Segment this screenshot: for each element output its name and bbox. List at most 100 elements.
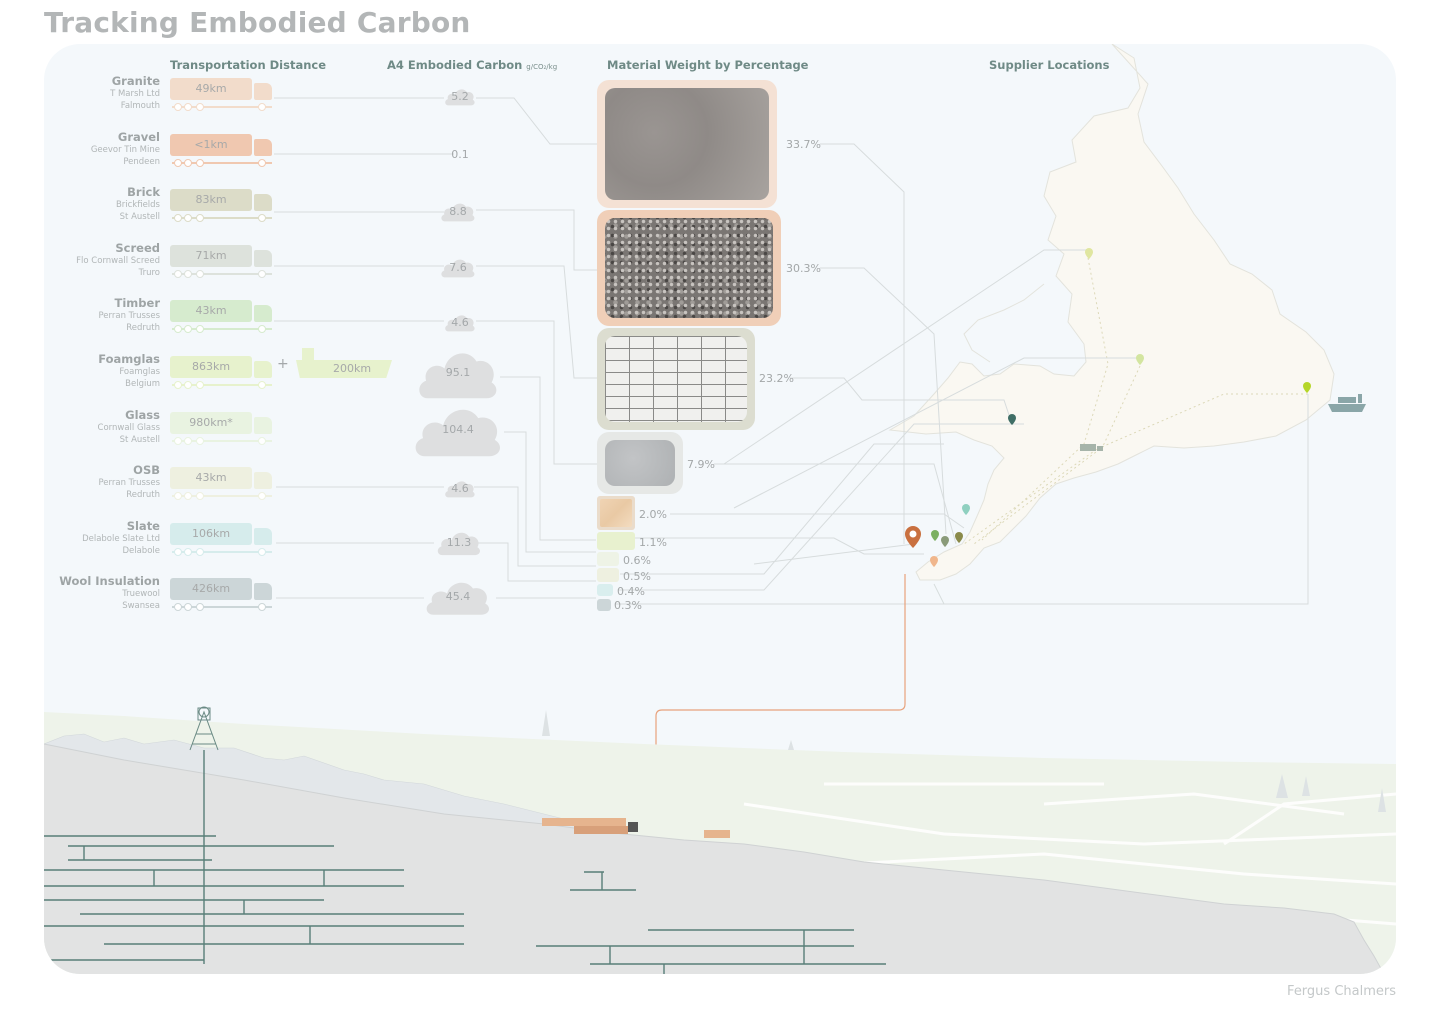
material-name: Timber <box>114 296 160 310</box>
material-name: Wool Insulation <box>59 574 160 588</box>
carbon-value: 7.6 <box>449 261 467 274</box>
supplier-town: Redruth <box>126 490 160 500</box>
material-weight-tile <box>597 80 777 208</box>
weight-percentage: 0.3% <box>614 599 642 612</box>
carbon-cloud-icon: 95.1 <box>416 344 500 400</box>
supplier-name: Truewool <box>122 589 160 599</box>
truck-icon: <1km <box>170 134 274 168</box>
carbon-cloud-icon: 11.3 <box>436 528 482 556</box>
transport-distance: <1km <box>194 138 228 151</box>
supplier-name: Foamglas <box>119 367 160 377</box>
material-weight-tile <box>597 432 683 494</box>
background-graphics <box>44 44 1396 974</box>
carbon-cloud-icon: 7.6 <box>440 256 476 278</box>
truck-icon: 83km <box>170 189 274 223</box>
carbon-cloud-icon: 104.4 <box>412 400 504 458</box>
site-building <box>542 818 730 838</box>
lorry-icon <box>1080 444 1103 451</box>
supplier-name: Geevor Tin Mine <box>90 145 160 155</box>
material-texture-image <box>605 440 675 486</box>
supplier-town: St Austell <box>119 435 160 445</box>
material-name: Glass <box>125 408 160 422</box>
header-carbon-label: A4 Embodied Carbon <box>387 58 523 72</box>
supplier-name: Cornwall Glass <box>97 423 160 433</box>
carbon-value: 5.2 <box>451 90 469 103</box>
truck-icon: 980km* <box>170 412 274 446</box>
supplier-town: Swansea <box>122 601 160 611</box>
weight-percentage: 0.5% <box>623 570 651 583</box>
material-weight-tile <box>597 496 635 530</box>
transport-distance: 71km <box>195 249 227 262</box>
truck-icon: 43km <box>170 467 274 501</box>
weight-percentage: 33.7% <box>786 138 821 151</box>
carbon-cloud-icon: 8.8 <box>440 200 476 222</box>
material-name: Granite <box>111 74 160 88</box>
supplier-town: Falmouth <box>120 101 160 111</box>
material-texture-image <box>600 499 632 527</box>
weight-percentage: 1.1% <box>639 536 667 549</box>
transport-distance: 106km <box>191 527 231 540</box>
carbon-cloud-icon: 45.4 <box>424 576 492 616</box>
author-credit: Fergus Chalmers <box>1287 984 1396 999</box>
material-name: Foamglas <box>98 352 160 366</box>
carbon-value: 11.3 <box>446 536 472 549</box>
carbon-value: 0.1 <box>451 148 469 161</box>
material-texture-image <box>605 218 773 318</box>
material-texture-image <box>605 88 769 200</box>
header-suppliers: Supplier Locations <box>989 58 1110 72</box>
carbon-value: 45.4 <box>445 590 471 603</box>
weight-percentage: 23.2% <box>759 372 794 385</box>
supplier-town: Truro <box>138 268 160 278</box>
carbon-value: 4.6 <box>451 316 469 329</box>
truck-icon: 426km <box>170 578 274 612</box>
transport-distance: 426km <box>191 582 231 595</box>
supplier-town: Delabole <box>122 546 160 556</box>
weight-percentage: 0.4% <box>617 585 645 598</box>
supplier-name: Perran Trusses <box>98 478 160 488</box>
material-name: Slate <box>126 519 160 533</box>
transport-distance: 43km <box>195 304 227 317</box>
carbon-value: 95.1 <box>445 366 471 379</box>
carbon-cloud-icon: 4.6 <box>444 478 476 498</box>
diagram-panel: Transportation Distance A4 Embodied Carb… <box>44 44 1396 974</box>
carbon-value: 8.8 <box>449 205 467 218</box>
supplier-name: Brickfields <box>115 200 160 210</box>
supplier-name: Perran Trusses <box>98 311 160 321</box>
supplier-name: Flo Cornwall Screed <box>76 256 160 266</box>
weight-percentage: 2.0% <box>639 508 667 521</box>
truck-icon: 43km <box>170 300 274 334</box>
carbon-cloud-icon: 4.6 <box>444 312 476 332</box>
page-title: Tracking Embodied Carbon <box>44 6 471 39</box>
material-name: Brick <box>127 185 160 199</box>
ship-icon <box>1328 394 1366 412</box>
header-transport: Transportation Distance <box>170 58 327 72</box>
supplier-town: Pendeen <box>123 157 160 167</box>
material-texture-image <box>605 336 747 422</box>
sea-distance: 200km <box>332 362 372 375</box>
header-weight: Material Weight by Percentage <box>607 58 809 72</box>
material-name: Screed <box>115 241 160 255</box>
material-weight-tile <box>597 568 619 582</box>
carbon-cloud-icon: 0.1 <box>448 146 472 162</box>
header-carbon-unit: g/CO₂/kg <box>526 63 558 71</box>
material-weight-tile <box>597 532 635 550</box>
carbon-value: 4.6 <box>451 482 469 495</box>
transport-distance: 49km <box>195 82 227 95</box>
transport-distance: 863km <box>191 360 231 373</box>
england-wales-map <box>888 44 1335 581</box>
material-weight-tile <box>597 328 755 430</box>
truck-icon: 106km <box>170 523 274 557</box>
truck-icon: 49km <box>170 78 274 112</box>
truck-icon: 71km <box>170 245 274 279</box>
plus-sign: + <box>277 356 289 372</box>
material-weight-tile <box>597 599 611 611</box>
supplier-town: St Austell <box>119 212 160 222</box>
supplier-name: T Marsh Ltd <box>110 89 160 99</box>
transport-distance: 43km <box>195 471 227 484</box>
